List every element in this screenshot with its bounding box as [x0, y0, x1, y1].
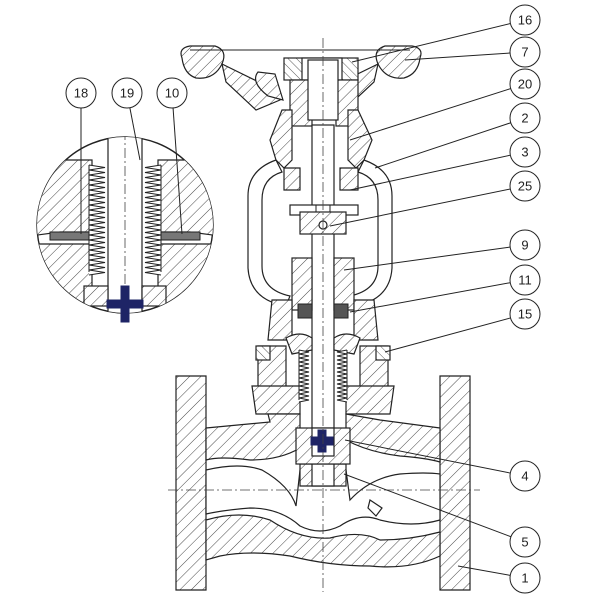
callout-circle: [509, 36, 541, 68]
detail-bellows: [88, 164, 162, 276]
callout-label: 16: [518, 13, 532, 28]
callout-label: 15: [518, 307, 532, 322]
callout-label: 4: [521, 469, 528, 484]
callout-7: 7: [404, 36, 541, 68]
callout-10: 10: [156, 77, 188, 235]
yoke: [247, 109, 393, 307]
callout-circle: [509, 102, 541, 134]
callout-1: 1: [457, 562, 541, 594]
callout-label: 25: [518, 179, 532, 194]
detail-view: [36, 136, 214, 323]
callout-label: 1: [521, 571, 528, 586]
detail-cross-marker: [106, 285, 144, 323]
callout-label: 20: [518, 77, 532, 92]
callout-16: 16: [351, 4, 541, 63]
callout-2: 2: [374, 102, 541, 169]
callouts: 16 7 20 2 3 25 9 11 15 4 5 1 18 19 10: [65, 4, 541, 594]
callout-label: 10: [165, 86, 179, 101]
callout-19: 19: [111, 77, 143, 161]
callout-leader: [349, 282, 511, 313]
callout-leader: [344, 439, 511, 474]
callout-leader: [349, 154, 511, 191]
callout-leader: [329, 188, 511, 227]
callout-circle: [509, 229, 541, 261]
centerlines: [168, 38, 480, 592]
callout-leader: [343, 473, 512, 538]
callout-circle: [509, 526, 541, 558]
callout-label: 19: [120, 86, 134, 101]
callout-circle: [509, 136, 541, 168]
callout-circle: [509, 264, 541, 296]
callout-label: 2: [521, 111, 528, 126]
disc-cross-marker: [310, 429, 334, 453]
callout-4: 4: [344, 439, 541, 492]
callout-circle: [156, 77, 188, 109]
callout-leader: [349, 88, 511, 141]
callout-5: 5: [343, 473, 541, 558]
callout-15: 15: [384, 298, 541, 353]
callout-circle: [509, 298, 541, 330]
callout-9: 9: [343, 229, 541, 271]
callout-3: 3: [349, 136, 541, 191]
callout-leader: [129, 107, 141, 161]
callout-label: 5: [521, 535, 528, 550]
callout-20: 20: [349, 68, 541, 141]
callout-25: 25: [329, 170, 541, 227]
callout-leader: [384, 317, 511, 353]
callout-leader: [374, 122, 511, 169]
callout-leader: [343, 246, 511, 271]
callout-circle: [65, 77, 97, 109]
callout-circle: [111, 77, 143, 109]
callout-18: 18: [65, 77, 97, 234]
callout-circle: [509, 460, 541, 492]
callout-leader: [172, 107, 183, 235]
callout-circle: [509, 68, 541, 100]
valve-body: [175, 375, 471, 591]
callout-leader: [351, 23, 511, 63]
callout-label: 18: [74, 86, 88, 101]
bonnet-bellows: [298, 349, 348, 403]
callout-label: 9: [521, 238, 528, 253]
callout-circle: [509, 4, 541, 36]
callout-label: 7: [521, 45, 528, 60]
bonnet: [251, 333, 395, 415]
callout-leader: [404, 52, 511, 61]
callout-label: 3: [521, 145, 528, 160]
callout-label: 11: [518, 273, 532, 288]
callout-circle: [509, 562, 541, 594]
callout-leader: [457, 565, 511, 576]
callout-11: 11: [349, 264, 541, 313]
callout-circle: [509, 170, 541, 202]
